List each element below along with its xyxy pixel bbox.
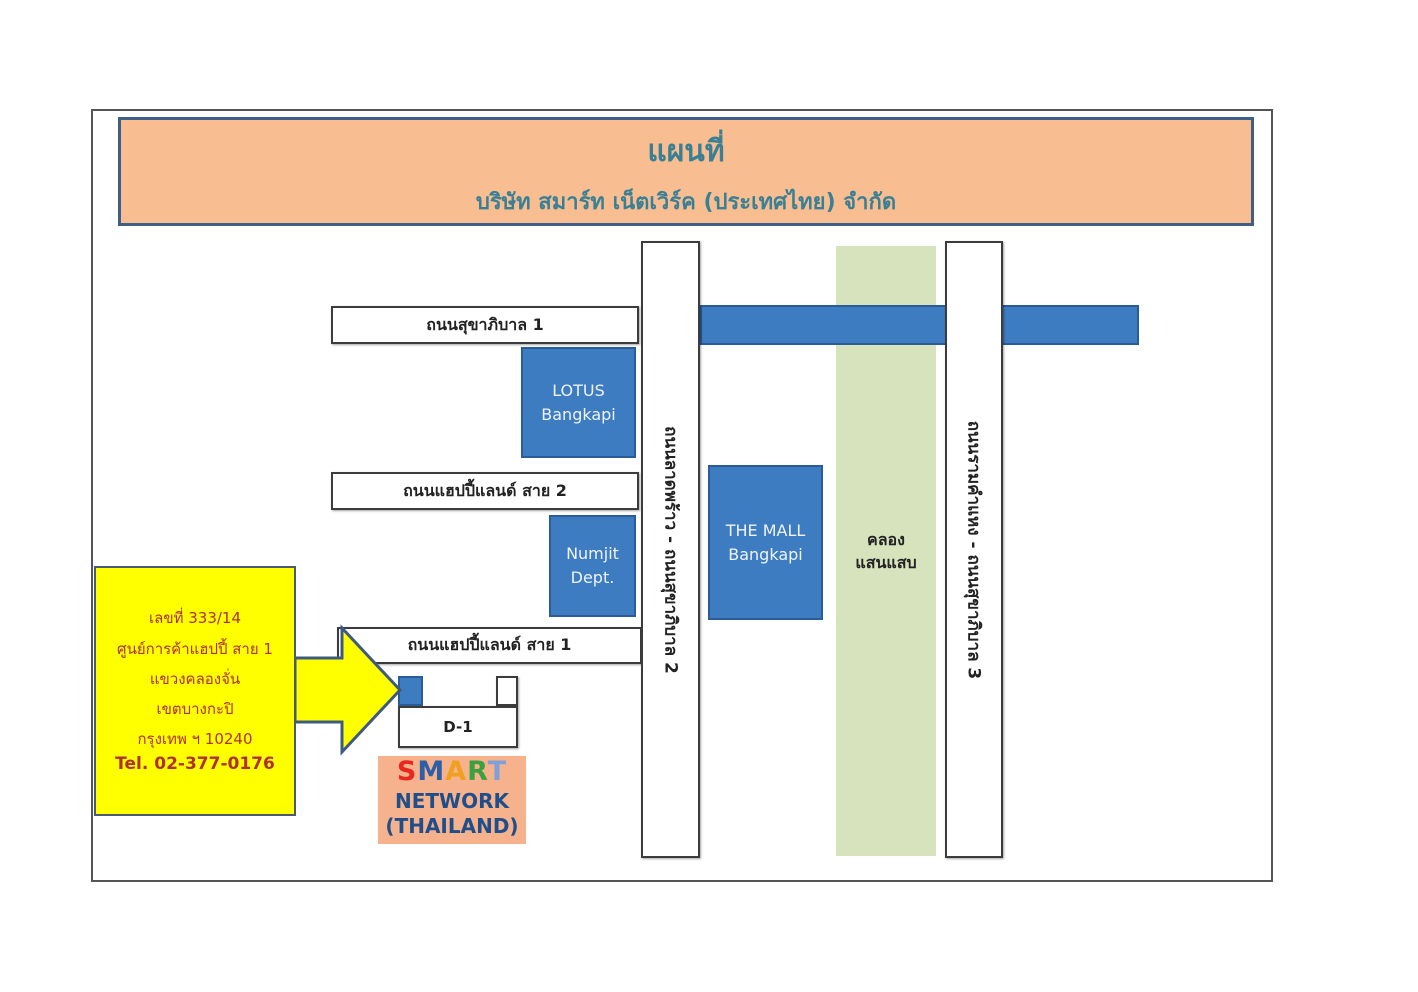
logo-letter-s: S	[396, 756, 418, 787]
address-line1: เลขที่ 333/14	[149, 609, 241, 627]
logo-letter-t: T	[487, 756, 508, 787]
lotus-label-line2: Bangkapi	[541, 404, 616, 424]
road-happyland-2-label: ถนนแฮปปี้แลนด์ สาย 2	[403, 480, 567, 500]
address-line5: กรุงเทพ ฯ 10240	[137, 730, 253, 748]
logo-smart-word: SMART	[378, 756, 526, 787]
mall-label-line2: Bangkapi	[728, 544, 803, 564]
road-happyland-2: ถนนแฮปปี้แลนด์ สาย 2	[331, 472, 639, 510]
building-numjit-dept: Numjit Dept.	[549, 515, 636, 617]
d1-label: D-1	[443, 718, 473, 736]
numjit-label-line1: Numjit	[566, 544, 619, 563]
canal-label-line1: คลอง	[867, 530, 905, 549]
smart-network-logo: SMART NETWORK (THAILAND)	[378, 756, 526, 844]
map-header: แผนที่ บริษัท สมาร์ท เน็ตเวิร์ค (ประเทศไ…	[118, 117, 1254, 226]
road-sukhaphiban-1-label: ถนนสุขาภิบาล 1	[426, 314, 544, 334]
telephone-number: Tel. 02-377-0176	[115, 754, 275, 774]
address-line3: แขวงคลองจั่น	[149, 670, 241, 688]
address-box: เลขที่ 333/14 ศูนย์การค้าแฮปปี้ สาย 1 แข…	[94, 566, 296, 816]
logo-network-line: NETWORK	[394, 789, 509, 813]
map-title: แผนที่	[647, 134, 725, 169]
building-d1: D-1	[398, 706, 518, 748]
address-line2: ศูนย์การค้าแฮปปี้ สาย 1	[117, 640, 273, 658]
sukhaphiban1-east-segment	[700, 305, 1139, 345]
d1-annex	[496, 676, 518, 706]
logo-letter-a: A	[445, 756, 468, 787]
road-happyland-1: ถนนแฮปปี้แลนด์ สาย 1	[337, 627, 642, 664]
road-ramkhamhaeng-sukhaphiban-3: ถนนรามคำแหง - ถนนสุขาภิบาล 3	[945, 241, 1003, 858]
road-happyland-1-label: ถนนแฮปปี้แลนด์ สาย 1	[407, 635, 572, 654]
logo-letter-r: R	[467, 756, 488, 787]
address-line4: เขตบางกะปิ	[156, 700, 234, 718]
mall-label-line1: THE MALL	[725, 520, 806, 540]
canal-label-line2: แสนแสบ	[855, 553, 917, 573]
logo-letter-m: M	[417, 756, 446, 787]
canal-saen-saep: คลอง แสนแสบ	[836, 246, 936, 856]
road-ramkhamhaeng-label: ถนนรามคำแหง - ถนนสุขาภิบาล 3	[963, 420, 984, 679]
company-name: บริษัท สมาร์ท เน็ตเวิร์ค (ประเทศไทย) จำก…	[475, 190, 897, 215]
lotus-label-line1: LOTUS	[552, 380, 605, 400]
building-the-mall-bangkapi: THE MALL Bangkapi	[708, 465, 823, 620]
logo-thailand-line: (THAILAND)	[385, 814, 519, 838]
road-ladprao-sukhaphiban-2: ถนนลาดพร้าว - ถนนสุขาภิบาล 2	[641, 241, 700, 858]
road-ladprao-label: ถนนลาดพร้าว - ถนนสุขาภิบาล 2	[660, 425, 680, 674]
road-sukhaphiban-1: ถนนสุขาภิบาล 1	[331, 306, 639, 344]
pointer-arrow-icon	[293, 624, 403, 756]
numjit-label-line2: Dept.	[570, 568, 615, 587]
building-lotus-bangkapi: LOTUS Bangkapi	[521, 347, 636, 458]
